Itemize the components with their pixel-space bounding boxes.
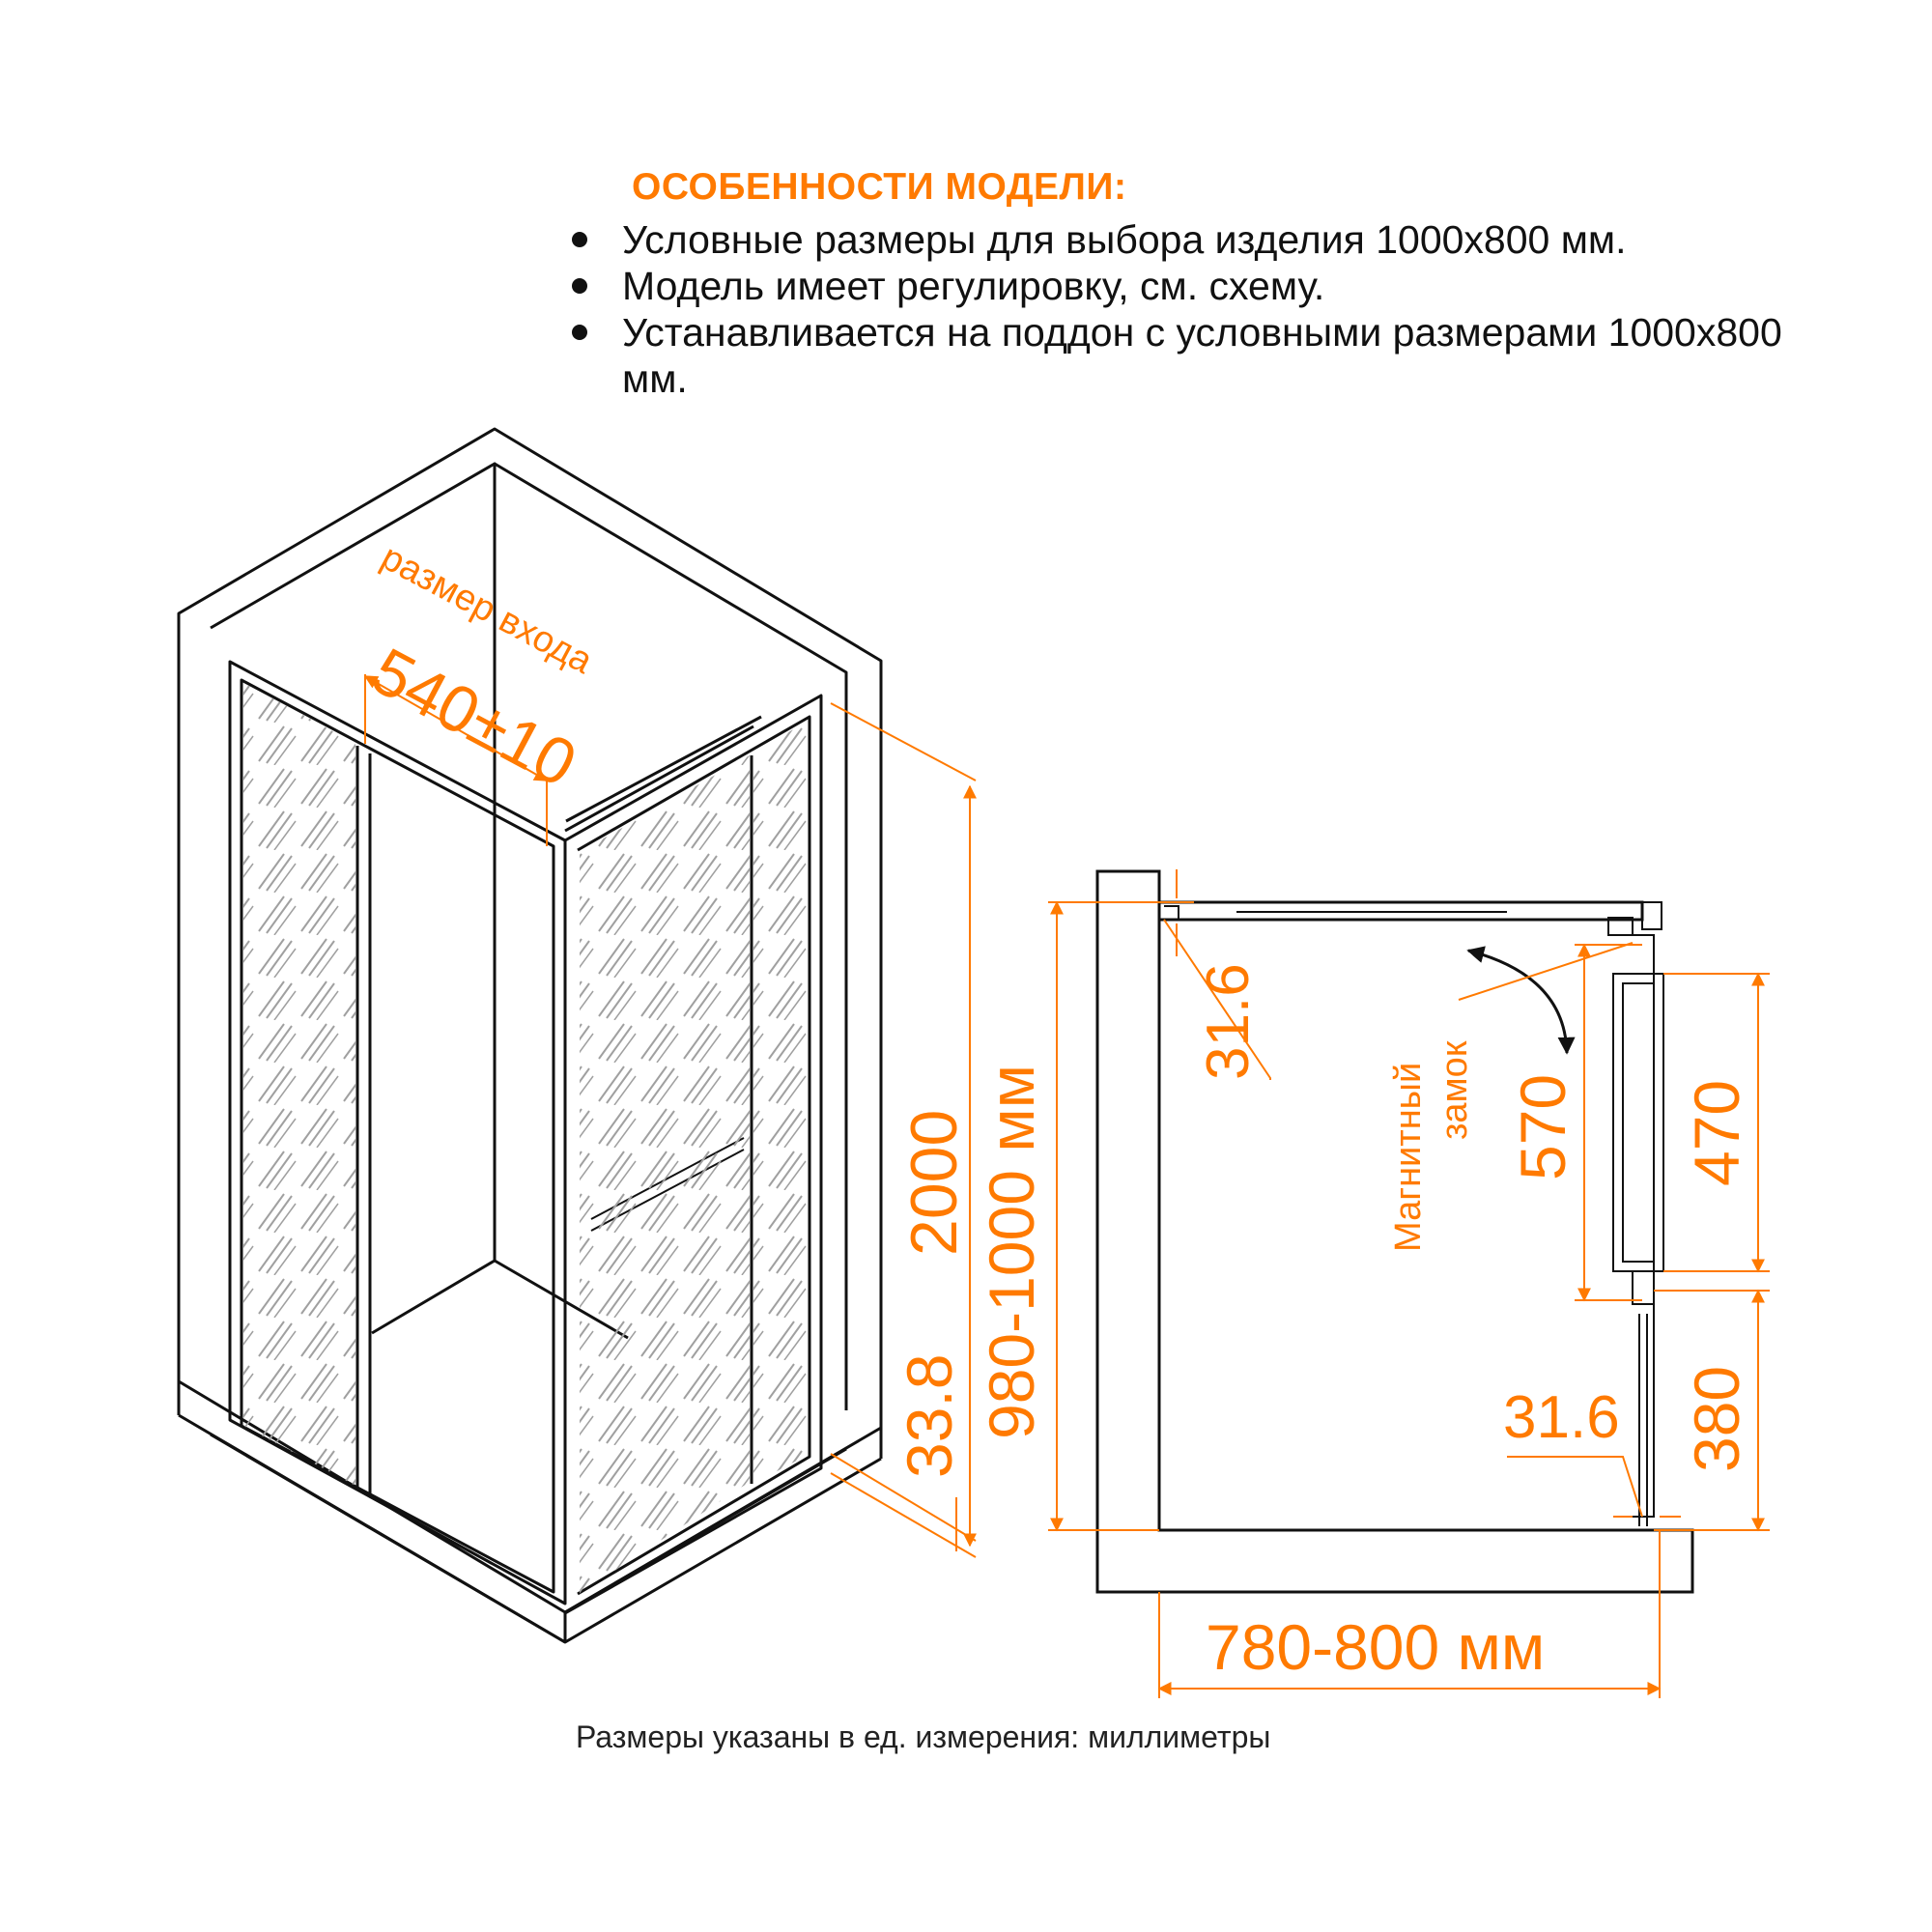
door-profile: [1633, 934, 1655, 1518]
features-list: Условные размеры для выбора изделия 1000…: [560, 216, 1816, 402]
hinge-bottom: [1632, 1270, 1655, 1305]
right-post: [1641, 901, 1662, 930]
tray-height-value: 33.8: [894, 1354, 965, 1478]
side-dimensions: [1048, 869, 1770, 1698]
bullet-icon: [572, 278, 587, 294]
wall-inner-left: [210, 462, 497, 1261]
depth-range-value: 780-800 мм: [1206, 1611, 1545, 1683]
height-value: 2000: [897, 1110, 971, 1256]
bottom-offset-value: 31.6: [1503, 1384, 1620, 1451]
bottom-height-value: 380: [1681, 1366, 1752, 1472]
feature-text: Модель имеет регулировку, см. схему.: [622, 264, 1325, 308]
top-offset-ext: [1048, 901, 1271, 1080]
lock-leader: [1458, 942, 1634, 1001]
feature-text: Устанавливается на поддон с условными ра…: [622, 310, 1782, 401]
front-frame-inner: [240, 678, 555, 1594]
entry-dim-line: [363, 675, 549, 781]
lock-span-ext: [1575, 944, 1642, 1301]
features-block: ОСОБЕННОСТИ МОДЕЛИ: Условные размеры для…: [560, 166, 1816, 402]
tray-ext-1: [830, 1453, 977, 1542]
tray-ext-2: [830, 1472, 977, 1558]
height-ext-top: [830, 702, 977, 781]
lock-label-1: Магнитный: [1388, 1063, 1429, 1252]
front-panel-divider: [355, 746, 372, 1493]
front-glass-left: [243, 682, 355, 1486]
width-range-value: 980-1000 мм: [976, 1065, 1047, 1439]
handle-inner: [1622, 982, 1655, 1263]
handle-ext: [1663, 973, 1770, 1272]
features-title: ОСОБЕННОСТИ МОДЕЛИ:: [632, 166, 1127, 208]
lock-span-value: 570: [1507, 1074, 1578, 1180]
top-offset-value: 31.6: [1195, 963, 1262, 1080]
side-glass-right: [753, 721, 808, 1484]
side-frame-inner: [577, 715, 811, 1596]
handle-height-value: 470: [1681, 1080, 1752, 1186]
feature-item: Модель имеет регулировку, см. схему.: [560, 263, 1816, 309]
units-footnote: Размеры указаны в ед. измерения: миллиме…: [576, 1719, 1271, 1754]
door-bottom: [1638, 1314, 1648, 1526]
feature-item: Устанавливается на поддон с условными ра…: [560, 309, 1816, 402]
side-glass: [580, 755, 750, 1594]
bullet-icon: [572, 325, 587, 340]
side-frame-outer: [564, 694, 823, 1615]
handle-outer: [1612, 973, 1664, 1272]
bottom-ext: [1654, 1290, 1770, 1531]
top-rail: [564, 715, 762, 833]
swing-arrow-icon: [1466, 946, 1576, 1055]
iso-dimensions: [363, 674, 977, 1558]
lock-label-2: замок: [1435, 1040, 1475, 1140]
bottom-offset-leader: [1507, 1456, 1643, 1518]
feature-item: Условные размеры для выбора изделия 1000…: [560, 216, 1816, 263]
top-profile-detail: [1164, 905, 1507, 920]
bullet-icon: [572, 232, 587, 247]
feature-text: Условные размеры для выбора изделия 1000…: [622, 217, 1627, 262]
wall-inner-right: [494, 462, 848, 1410]
